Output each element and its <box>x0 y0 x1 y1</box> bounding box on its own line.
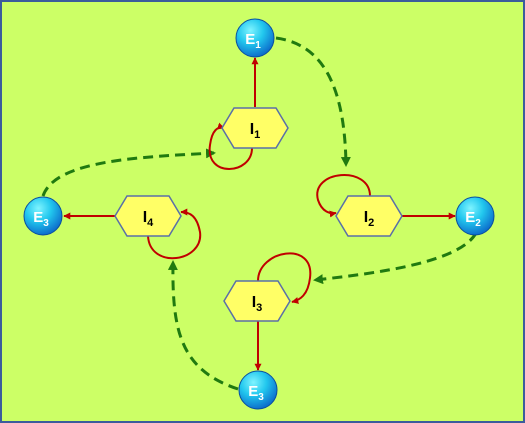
node-e3-bottom-label: E3 <box>248 383 264 403</box>
node-e3-bottom: E3 <box>238 370 278 410</box>
node-i2-label: I2 <box>364 209 375 229</box>
dashed-edge-e1-to-i2 <box>275 36 351 167</box>
node-e3-left: E3 <box>23 196 63 236</box>
dashed-edge-e2-to-i3 <box>313 232 478 285</box>
node-i4: I4 <box>114 195 182 237</box>
node-i3-label: I3 <box>252 294 263 314</box>
node-i1: I1 <box>221 107 289 149</box>
dashed-edge-e3b-to-i4 <box>167 260 239 391</box>
self-loop-i3 <box>257 252 312 304</box>
self-loop-i2 <box>316 174 371 218</box>
dashed-edge-e3l-to-i1 <box>41 148 216 197</box>
node-i4-label: I4 <box>143 209 154 229</box>
node-e2: E2 <box>455 196 495 236</box>
node-i2: I2 <box>335 195 403 237</box>
self-loop-i4 <box>147 208 202 260</box>
node-e2-label: E2 <box>465 209 481 229</box>
self-loop-i1 <box>208 122 253 170</box>
node-e1: E1 <box>235 18 275 58</box>
node-e3-left-label: E3 <box>33 209 49 229</box>
node-i3: I3 <box>223 280 291 322</box>
node-i1-label: I1 <box>250 121 261 141</box>
node-e1-label: E1 <box>245 31 261 51</box>
